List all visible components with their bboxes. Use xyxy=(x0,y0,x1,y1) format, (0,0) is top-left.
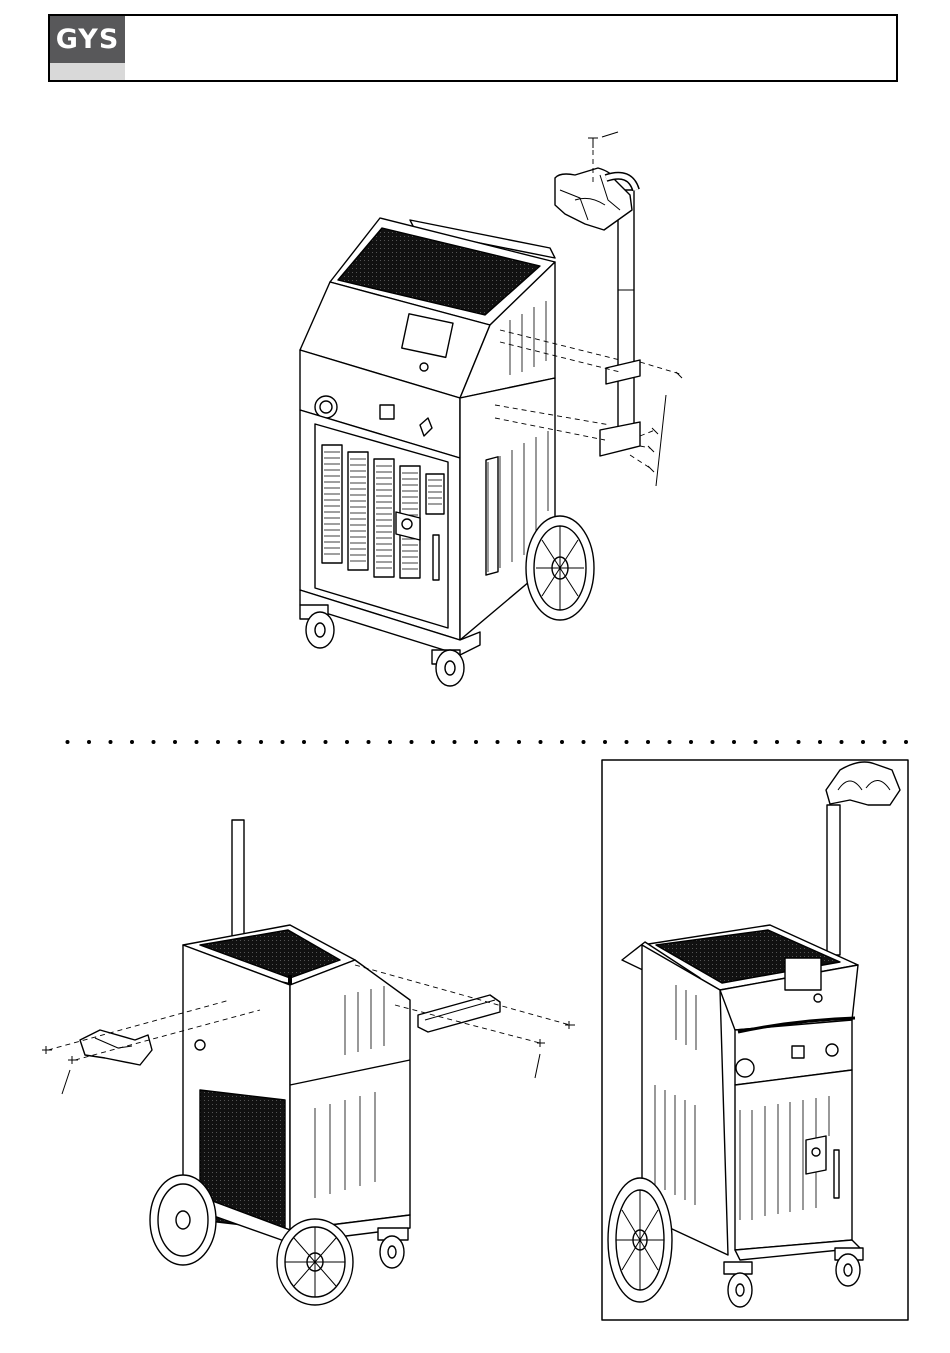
figure-assembled-result xyxy=(602,760,908,1320)
mast-pole xyxy=(827,805,840,955)
front-caster-right-icon xyxy=(835,1248,863,1286)
main-switch-icon xyxy=(736,1059,754,1077)
dotted-separator xyxy=(48,740,913,744)
front-caster-right-icon xyxy=(432,650,464,686)
display-screen xyxy=(785,958,821,990)
bracket-right-icon xyxy=(418,995,500,1032)
cable-holder-icon xyxy=(826,762,900,805)
figure-bracket-assembly xyxy=(42,820,575,1305)
mast-pole xyxy=(232,820,244,950)
mast-pole xyxy=(618,190,634,440)
figure-mast-assembly xyxy=(300,132,682,686)
front-caster-left-icon xyxy=(724,1262,752,1307)
rear-caster-icon xyxy=(378,1228,408,1268)
